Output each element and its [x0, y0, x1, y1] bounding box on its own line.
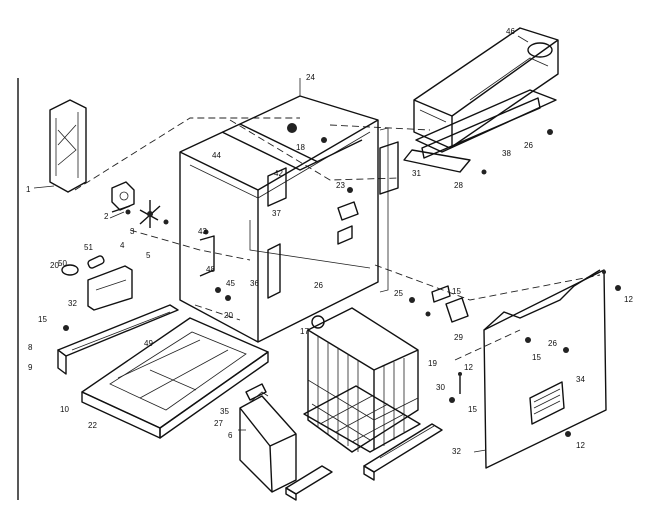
callout-45: 45 — [226, 279, 235, 288]
callout-12c: 12 — [464, 363, 473, 372]
callout-2: 2 — [104, 212, 109, 221]
callout-10: 10 — [60, 405, 69, 414]
callout-23: 23 — [336, 181, 345, 190]
callout-12b: 12 — [576, 441, 585, 450]
leader-lines — [33, 35, 529, 453]
callout-50: 50 — [58, 259, 67, 268]
right-upper-fittings — [409, 285, 469, 323]
callout-15a: 15 — [38, 315, 47, 324]
callout-8: 8 — [28, 343, 33, 352]
callout-1: 1 — [26, 185, 31, 194]
callout-32b: 32 — [452, 447, 461, 456]
fan-assembly-part — [111, 181, 169, 228]
callout-35: 35 — [220, 407, 229, 416]
callout-28: 28 — [454, 181, 463, 190]
vertical-trim-strip — [379, 141, 399, 195]
bottom-bar-left — [285, 465, 333, 501]
callout-43: 43 — [198, 227, 207, 236]
callout-20b: 20 — [224, 311, 233, 320]
callout-26c: 26 — [548, 339, 557, 348]
small-cover-plate — [87, 265, 133, 311]
callout-20a: 20 — [50, 261, 59, 270]
callout-26a: 26 — [524, 141, 533, 150]
callout-49: 49 — [144, 339, 153, 348]
callout-12a: 12 — [624, 295, 633, 304]
callout-labels: 1 2 3 4 5 6 8 9 10 12 12 12 15 15 15 15 … — [26, 27, 633, 456]
right-front-panel — [483, 269, 621, 469]
callout-26b: 26 — [314, 281, 323, 290]
callout-3: 3 — [130, 227, 135, 236]
right-lower-fittings — [449, 372, 462, 403]
knob-part — [311, 315, 325, 329]
bottom-bar-right — [363, 423, 443, 481]
duct-tray — [415, 89, 557, 159]
callout-48: 48 — [206, 265, 215, 274]
base-pan — [81, 317, 269, 439]
bin-clip — [245, 383, 267, 401]
wire-basket — [303, 307, 421, 453]
callout-17: 17 — [300, 327, 309, 336]
left-side-fittings — [199, 229, 231, 301]
callout-46: 46 — [506, 27, 515, 36]
callout-15c: 15 — [532, 353, 541, 362]
callout-9: 9 — [28, 363, 33, 372]
callout-6: 6 — [228, 431, 233, 440]
callout-29: 29 — [454, 333, 463, 342]
bulb-parts — [61, 255, 105, 276]
callout-5: 5 — [146, 251, 151, 260]
callout-32a: 32 — [68, 299, 77, 308]
callout-4: 4 — [120, 241, 125, 250]
callout-15d: 15 — [468, 405, 477, 414]
callout-27: 27 — [214, 419, 223, 428]
callout-38: 38 — [502, 149, 511, 158]
lower-duct-channel — [403, 149, 487, 175]
callout-37: 37 — [272, 209, 281, 218]
callout-44: 44 — [212, 151, 221, 160]
assembly-guide-lines — [74, 117, 601, 361]
top-air-duct-assembly — [413, 27, 559, 149]
callout-25: 25 — [394, 289, 403, 298]
callout-36: 36 — [250, 279, 259, 288]
callout-51: 51 — [84, 243, 93, 252]
small-fittings — [337, 187, 359, 245]
main-cabinet-liner — [179, 95, 389, 343]
rear-panel-part — [49, 99, 87, 193]
storage-bin — [239, 391, 297, 493]
callout-18: 18 — [296, 143, 305, 152]
callout-31: 31 — [412, 169, 421, 178]
callout-30: 30 — [436, 383, 445, 392]
callout-19: 19 — [428, 359, 437, 368]
callout-34: 34 — [576, 375, 585, 384]
callout-24: 24 — [306, 73, 315, 82]
left-bottom-rail — [57, 304, 179, 375]
callout-15b: 15 — [452, 287, 461, 296]
callout-42: 42 — [274, 169, 283, 178]
callout-22: 22 — [88, 421, 97, 430]
